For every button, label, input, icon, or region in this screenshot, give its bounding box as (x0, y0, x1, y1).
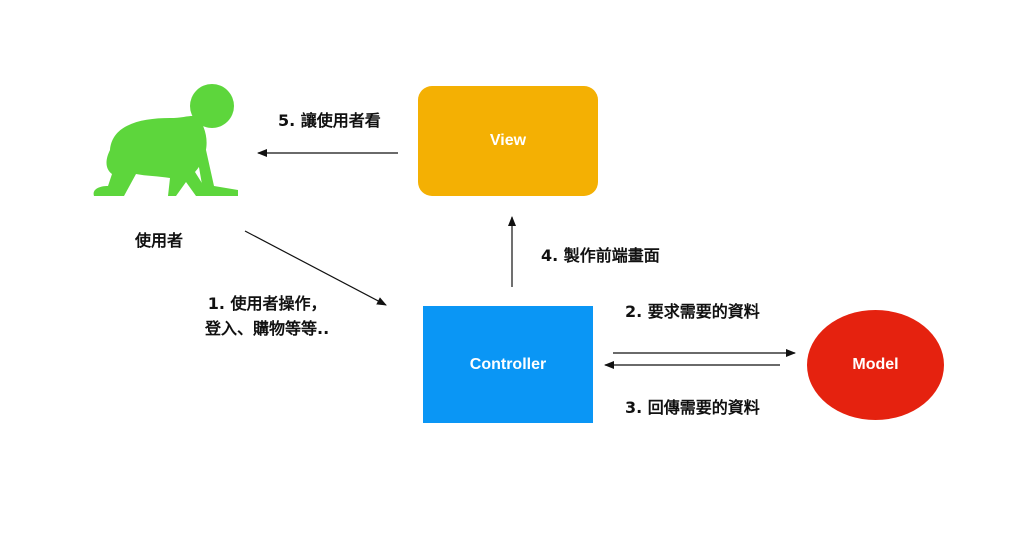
step2-label: 2. 要求需要的資料 (625, 302, 760, 321)
step5-label: 5. 讓使用者看 (278, 111, 381, 130)
step1-line1: 1. 使用者操作， (207, 294, 327, 313)
controller-node: Controller (423, 306, 593, 423)
model-node: Model (807, 310, 944, 420)
view-label: View (489, 132, 527, 149)
step4-label: 4. 製作前端畫面 (541, 246, 660, 265)
step1-label: 1. 使用者操作， 登入、購物等等.. (205, 292, 329, 342)
step3-label: 3. 回傳需要的資料 (625, 398, 760, 417)
step1-line2: 登入、購物等等.. (205, 318, 330, 338)
model-label: Model (852, 356, 899, 373)
user-label: 使用者 (135, 231, 184, 250)
controller-label: Controller (469, 355, 547, 373)
view-node: View (418, 86, 598, 196)
crawling-baby-icon (93, 84, 238, 196)
arrow-user-to-controller (244, 230, 387, 306)
